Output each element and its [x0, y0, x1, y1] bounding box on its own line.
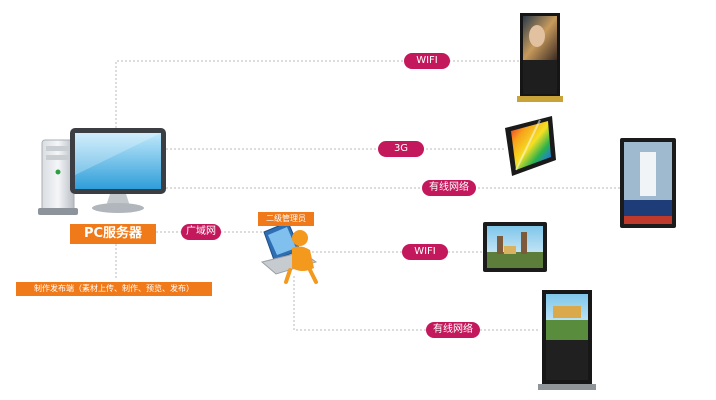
- line-wifi-top: [115, 60, 520, 128]
- admin-label: 二级管理员: [258, 212, 314, 226]
- link-wifi-bottom: WIFI: [402, 244, 448, 260]
- wall-display-landscape: [483, 222, 547, 272]
- pc-server-label: PC服务器: [70, 224, 156, 244]
- admin-person: [284, 230, 318, 284]
- line-admin-down: [293, 276, 540, 331]
- link-wan: 广域网: [181, 224, 221, 240]
- pc-monitor: [70, 128, 166, 213]
- wall-display-portrait: [620, 138, 676, 228]
- kiosk-bottom: [538, 290, 596, 390]
- pc-tower: [38, 139, 78, 215]
- tablet-3g: [505, 116, 556, 176]
- publisher-label: 制作发布端（素材上传、制作、预览、发布）: [16, 282, 212, 296]
- link-3g: 3G: [378, 141, 424, 157]
- admin-laptop: [260, 221, 318, 275]
- kiosk-top: [517, 13, 563, 102]
- link-wifi-top: WIFI: [404, 53, 450, 69]
- link-wired-bottom: 有线网络: [426, 322, 480, 338]
- link-wired-top: 有线网络: [422, 180, 476, 196]
